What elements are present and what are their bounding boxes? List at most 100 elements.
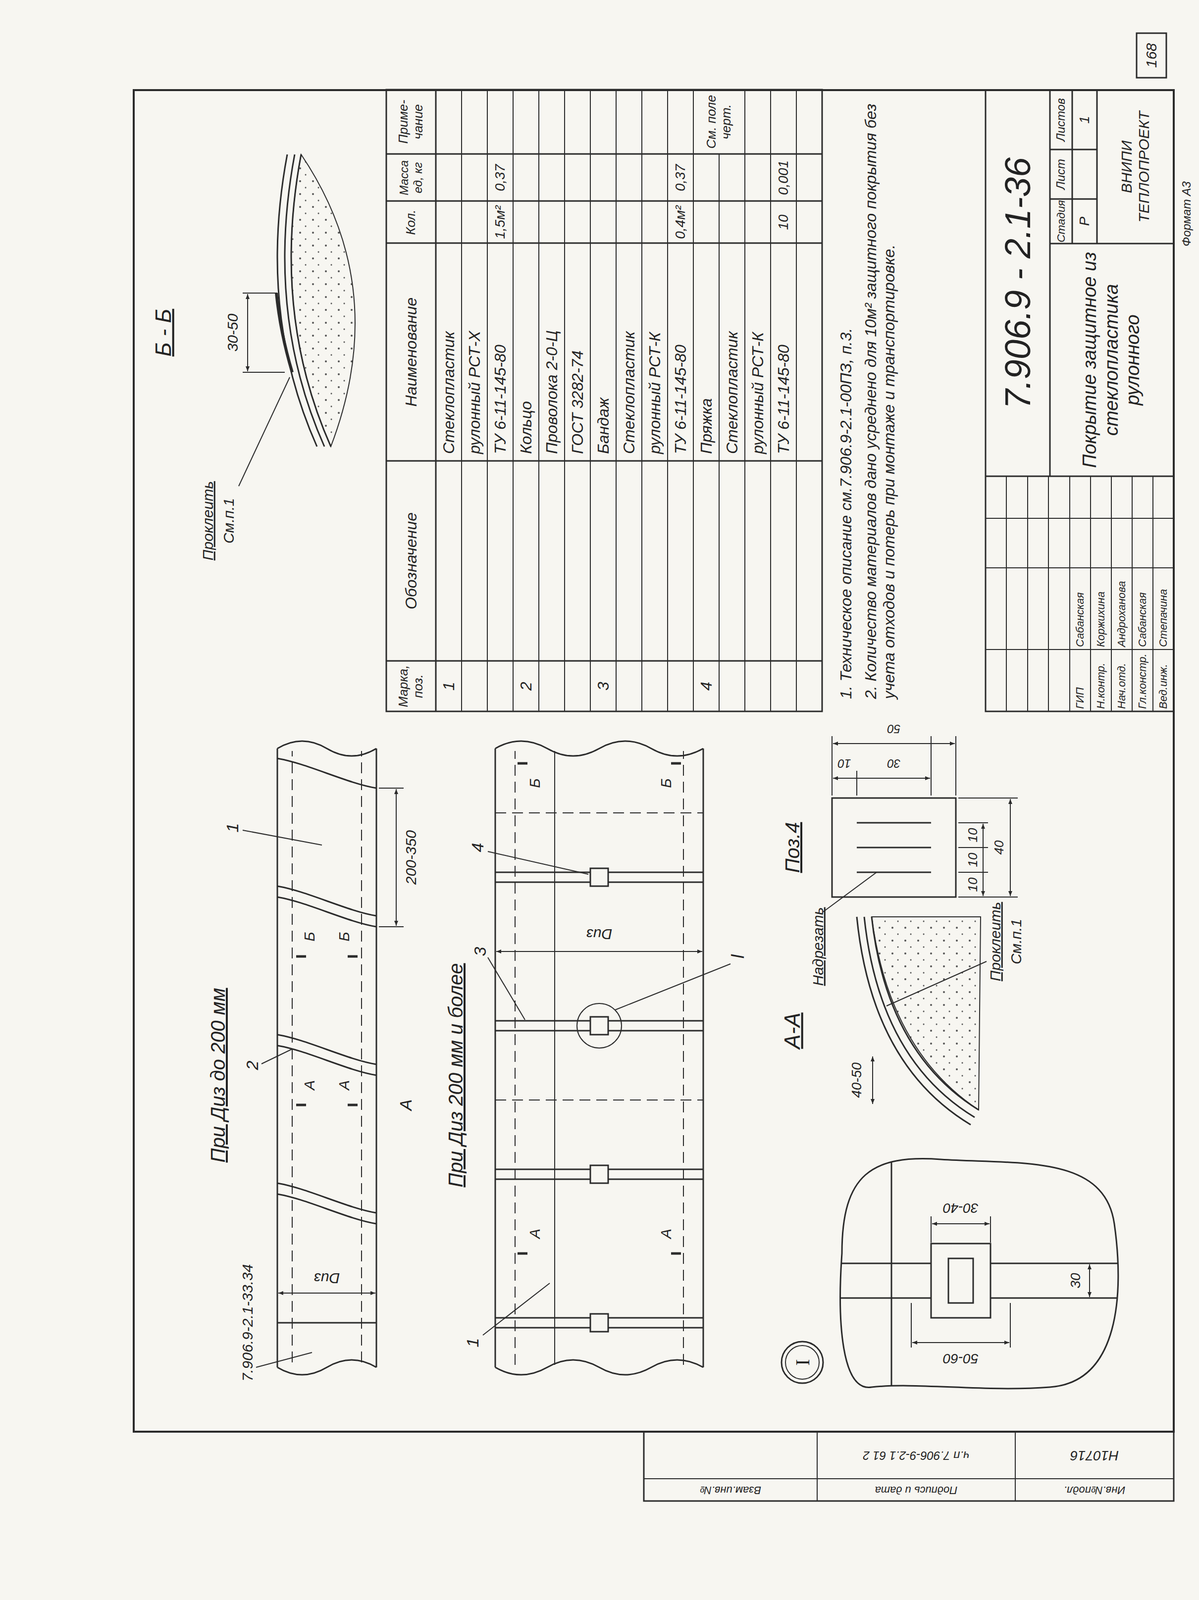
- section-title: Б - Б: [151, 309, 177, 357]
- dimension-label: 30-50: [224, 313, 242, 353]
- table-cell: Кольцо: [517, 401, 536, 455]
- table-cell: Стеклопластик: [723, 331, 742, 455]
- dimension-label: 30: [1067, 1273, 1084, 1289]
- title-role: Нач.отд.: [1115, 663, 1128, 710]
- section-letter: А: [335, 1080, 354, 1091]
- dimension-label: 10: [965, 853, 981, 868]
- dimension-label: 50: [887, 722, 901, 736]
- table-cell: рулонный РСТ-К: [748, 332, 768, 455]
- section-letter: А: [526, 1229, 544, 1240]
- title-person: Степачина: [1156, 589, 1170, 648]
- title-person: Сабанская: [1073, 592, 1087, 648]
- table-cell: Проволока 2-0-Ц: [542, 330, 562, 455]
- table-cell: ТУ 6-11-145-80: [491, 344, 510, 455]
- table-header: Обозначение: [402, 512, 421, 610]
- callout-number: 3: [470, 947, 490, 957]
- stamp-label: Взам.инв.№: [699, 1484, 762, 1497]
- detail-callout: I: [727, 954, 748, 960]
- dimension-label: 30: [887, 756, 901, 771]
- section-title: А-А: [780, 1012, 806, 1049]
- table-cell: 3: [594, 681, 613, 691]
- section-letter: Б: [657, 778, 676, 789]
- table-header: Кол.: [403, 209, 419, 235]
- callout-number: 1: [463, 1338, 483, 1349]
- drawing-name: Покрытие защитное из стеклопластика руло…: [1079, 251, 1145, 470]
- reference-label: 7.906.9-2.1-33.34: [239, 1264, 257, 1383]
- table-header: Марка, поз.: [396, 663, 426, 711]
- table-cell: 2: [517, 681, 536, 691]
- note-label: Проклеить: [987, 902, 1005, 982]
- section-letter: А: [301, 1080, 319, 1091]
- dimension-label: 10: [965, 878, 981, 893]
- dimension-label: 10: [837, 756, 852, 771]
- table-header: Наименование: [402, 297, 421, 408]
- table-cell: 4: [697, 681, 716, 691]
- title-cell: Лист: [1053, 158, 1068, 190]
- stamp-label: Инв.№подл.: [1063, 1484, 1126, 1497]
- archive-number: Н10716: [1070, 1448, 1119, 1464]
- table-cell: ТУ 6-11-145-80: [774, 344, 793, 455]
- dimension-label: 40: [991, 840, 1007, 856]
- callout-number: 2: [242, 1061, 262, 1071]
- organization-name: ВНИПИ ТЕПЛОПРОЕКТ: [1118, 95, 1153, 239]
- table-header: Приме-чание: [396, 91, 426, 153]
- title-person: Сабанская: [1136, 592, 1149, 648]
- section-letter: Б: [301, 932, 319, 942]
- dimension-label: 40-50: [848, 1062, 865, 1099]
- drawing-code: 7.906.9 - 2.1-36: [997, 157, 1039, 410]
- table-cell: 0,37: [672, 164, 689, 192]
- table-cell: 1: [439, 681, 459, 691]
- table-cell: 0,4м²: [672, 205, 689, 239]
- view-title: При Диз 200 мм и более: [444, 963, 468, 1189]
- table-cell: ТУ 6-11-145-80: [671, 344, 690, 455]
- table-cell: ГОСТ 3282-74: [568, 350, 587, 455]
- table-cell: Стеклопластик: [620, 331, 639, 455]
- dimension-label: Dиз: [586, 926, 613, 944]
- view-letter: А: [396, 1099, 416, 1112]
- note-label: Проклеить: [199, 481, 217, 561]
- title-role: Вед.инж.: [1156, 664, 1170, 710]
- format-label: Формат А3: [1179, 181, 1194, 247]
- dimension-label: 10: [965, 828, 981, 843]
- title-person: Андроханова: [1115, 581, 1128, 648]
- section-letter: А: [657, 1229, 676, 1240]
- archive-note: ч.п 7.906-9-2.1 61 2: [862, 1449, 970, 1463]
- dimension-label: 50-60: [942, 1351, 979, 1367]
- table-cell: См. поле черт.: [704, 92, 734, 152]
- section-letter: Б: [526, 778, 544, 789]
- table-cell: 10: [775, 214, 792, 230]
- view-title: При Диз до 200 мм: [206, 988, 230, 1164]
- table-cell: 0,001: [775, 160, 792, 196]
- note-label: См.п.1: [220, 498, 238, 544]
- table-cell: 0,37: [492, 164, 509, 192]
- table-cell: 1,5м²: [492, 205, 509, 239]
- note-label: См.п.1: [1007, 919, 1026, 965]
- drawing-note: 2. Количество материалов дано усреднено …: [861, 95, 899, 700]
- callout-number: 1: [222, 823, 243, 834]
- table-cell: рулонный РСТ-Х: [465, 330, 484, 455]
- table-cell: Пряжка: [697, 398, 716, 455]
- view-title: Поз.4: [781, 822, 804, 874]
- dimension-label: 30-40: [942, 1200, 979, 1217]
- section-letter: Б: [335, 932, 354, 942]
- title-cell: Р: [1076, 216, 1093, 227]
- title-role: Н.контр.: [1094, 663, 1107, 710]
- dimension-label: 200-350: [402, 830, 420, 886]
- table-cell: Стеклопластик: [439, 331, 459, 455]
- table-cell: рулонный РСТ-К: [645, 332, 665, 455]
- title-cell: Листов: [1053, 98, 1068, 142]
- title-cell: Стадия: [1054, 200, 1068, 243]
- detail-mark: I: [790, 1359, 815, 1366]
- table-cell: Бандаж: [594, 397, 613, 455]
- title-cell: 1: [1076, 115, 1093, 124]
- sheet-number: 168: [1143, 43, 1161, 68]
- table-header: Масса ед, кг: [397, 155, 425, 201]
- title-person: Коржихина: [1094, 591, 1107, 648]
- stamp-label: Подпись и дата: [875, 1484, 958, 1497]
- drawing-note: 1. Техническое описание см.7.906.9-2.1-0…: [836, 95, 856, 700]
- callout-number: 4: [468, 843, 488, 853]
- dimension-label: Dиз: [313, 1270, 340, 1288]
- title-role: Гл.констр.: [1136, 653, 1149, 710]
- title-role: ГИП: [1073, 687, 1087, 710]
